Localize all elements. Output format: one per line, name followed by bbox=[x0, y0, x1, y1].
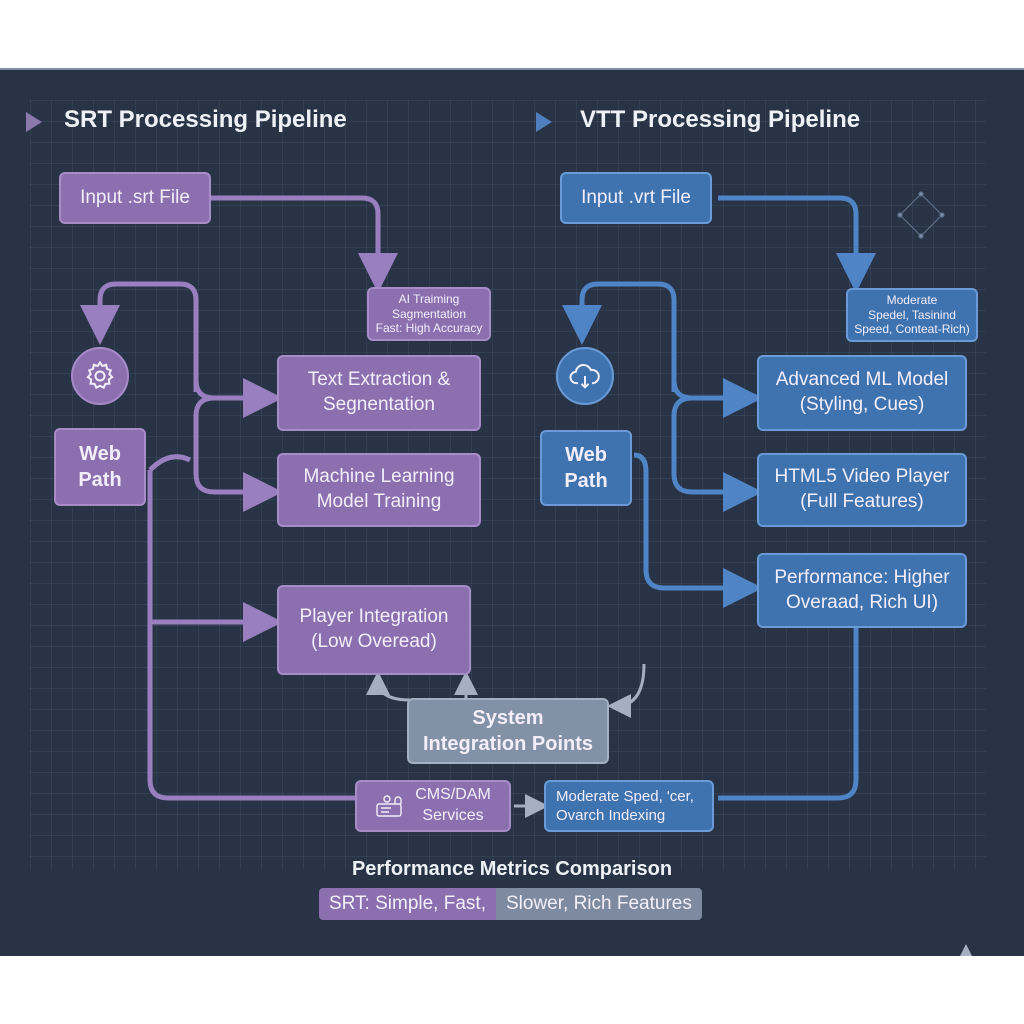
wire-vtt-step1 bbox=[671, 378, 763, 418]
vtt-html5-player-node[interactable]: HTML5 Video Player (Full Features) bbox=[757, 453, 967, 527]
wire-srt-branch bbox=[193, 395, 283, 512]
vtt-heading: VTT Processing Pipeline bbox=[580, 106, 861, 133]
wire-srt-webpath-branch bbox=[148, 454, 192, 472]
vtt-heading-arrow-icon bbox=[536, 112, 552, 132]
node-label: Moderate Sped, 'cer, bbox=[556, 787, 694, 805]
node-label: Text Extraction & bbox=[307, 369, 451, 391]
node-label: HTML5 Video Player bbox=[774, 466, 950, 488]
node-label: Machine Learning bbox=[303, 466, 455, 488]
node-label: Path bbox=[78, 469, 122, 491]
metrics-srt-segment: SRT: Simple, Fast, bbox=[319, 888, 496, 920]
vtt-search-indexing-node[interactable]: Moderate Sped, 'cer, Ovarch Indexing bbox=[544, 780, 714, 832]
node-label: Input .srt File bbox=[80, 186, 190, 208]
wire-vtt-webpath bbox=[633, 452, 763, 608]
node-label: Services bbox=[422, 807, 484, 824]
vtt-cloud-node[interactable] bbox=[556, 347, 614, 405]
wire-vtt-input-note bbox=[718, 195, 876, 293]
node-label: Web bbox=[565, 444, 607, 466]
node-label: Spedel, Tasinind bbox=[868, 307, 956, 322]
node-label: Path bbox=[564, 470, 608, 492]
cloud-download-icon bbox=[569, 364, 600, 389]
metrics-comparison-bar: SRT: Simple, Fast, Slower, Rich Features bbox=[319, 888, 702, 920]
metrics-vtt-segment: Slower, Rich Features bbox=[495, 888, 702, 920]
gear-icon bbox=[86, 360, 114, 389]
wire-integration-left bbox=[366, 671, 411, 702]
vtt-advanced-ml-node[interactable]: Advanced ML Model (Styling, Cues) bbox=[757, 355, 967, 431]
node-label: Fast: High Accuracy bbox=[375, 321, 483, 336]
node-label: (Low Overead) bbox=[311, 631, 437, 652]
srt-heading-arrow-icon bbox=[26, 112, 42, 132]
srt-heading: SRT Processing Pipeline bbox=[64, 106, 347, 133]
wire-srt-input-note bbox=[196, 195, 398, 293]
srt-player-integration-node[interactable]: Player Integration (Low Overead) bbox=[277, 585, 471, 675]
wire-srt-loop bbox=[80, 281, 199, 392]
node-label: Moderate bbox=[886, 293, 938, 308]
wire-vtt-loop bbox=[562, 281, 677, 392]
srt-note-node[interactable]: AI Traiming Sagmentation Fast: High Accu… bbox=[367, 287, 491, 341]
node-label: Input .vrt File bbox=[581, 186, 691, 208]
cms-services-icon bbox=[376, 795, 402, 817]
node-label: Speed, Conteat-Rich) bbox=[854, 322, 970, 337]
vtt-input-file-node[interactable]: Input .vrt File bbox=[560, 172, 712, 224]
srt-gear-node[interactable] bbox=[71, 347, 129, 405]
wire-vtt-down bbox=[718, 628, 859, 801]
node-label: Advanced ML Model bbox=[775, 369, 949, 391]
srt-cms-dam-node[interactable]: CMS/DAM Services bbox=[355, 780, 511, 832]
node-label: Integration Points bbox=[423, 733, 593, 755]
srt-text-extraction-node[interactable]: Text Extraction & Segnentation bbox=[277, 355, 481, 431]
node-label: Model Training bbox=[316, 491, 442, 512]
wire-srt-step1 bbox=[193, 378, 283, 418]
node-label: (Styling, Cues) bbox=[799, 394, 925, 415]
node-label: Sagmentation bbox=[391, 306, 467, 321]
node-label: Player Integration bbox=[299, 606, 449, 628]
metrics-title: Performance Metrics Comparison bbox=[351, 858, 673, 880]
decor-diamond bbox=[897, 191, 945, 239]
node-label: System bbox=[472, 707, 544, 729]
srt-input-file-node[interactable]: Input .srt File bbox=[59, 172, 211, 224]
wire-srt-down bbox=[147, 470, 356, 801]
node-label: Performance: Higher bbox=[774, 566, 950, 588]
node-label: Web bbox=[79, 443, 121, 465]
node-label: AI Traiming bbox=[398, 292, 460, 307]
node-label: (Full Features) bbox=[800, 491, 924, 512]
node-label: Segnentation bbox=[323, 394, 435, 415]
node-label: CMS/DAM bbox=[415, 786, 491, 804]
node-label: Overaad, Rich UI) bbox=[785, 591, 939, 613]
wire-integration-right bbox=[607, 663, 646, 718]
vtt-note-node[interactable]: Moderate Spedel, Tasinind Speed, Conteat… bbox=[846, 288, 978, 342]
decor-triangle bbox=[960, 944, 972, 956]
node-label: Ovarch Indexing bbox=[556, 807, 666, 824]
wire-vtt-branch bbox=[671, 395, 763, 512]
